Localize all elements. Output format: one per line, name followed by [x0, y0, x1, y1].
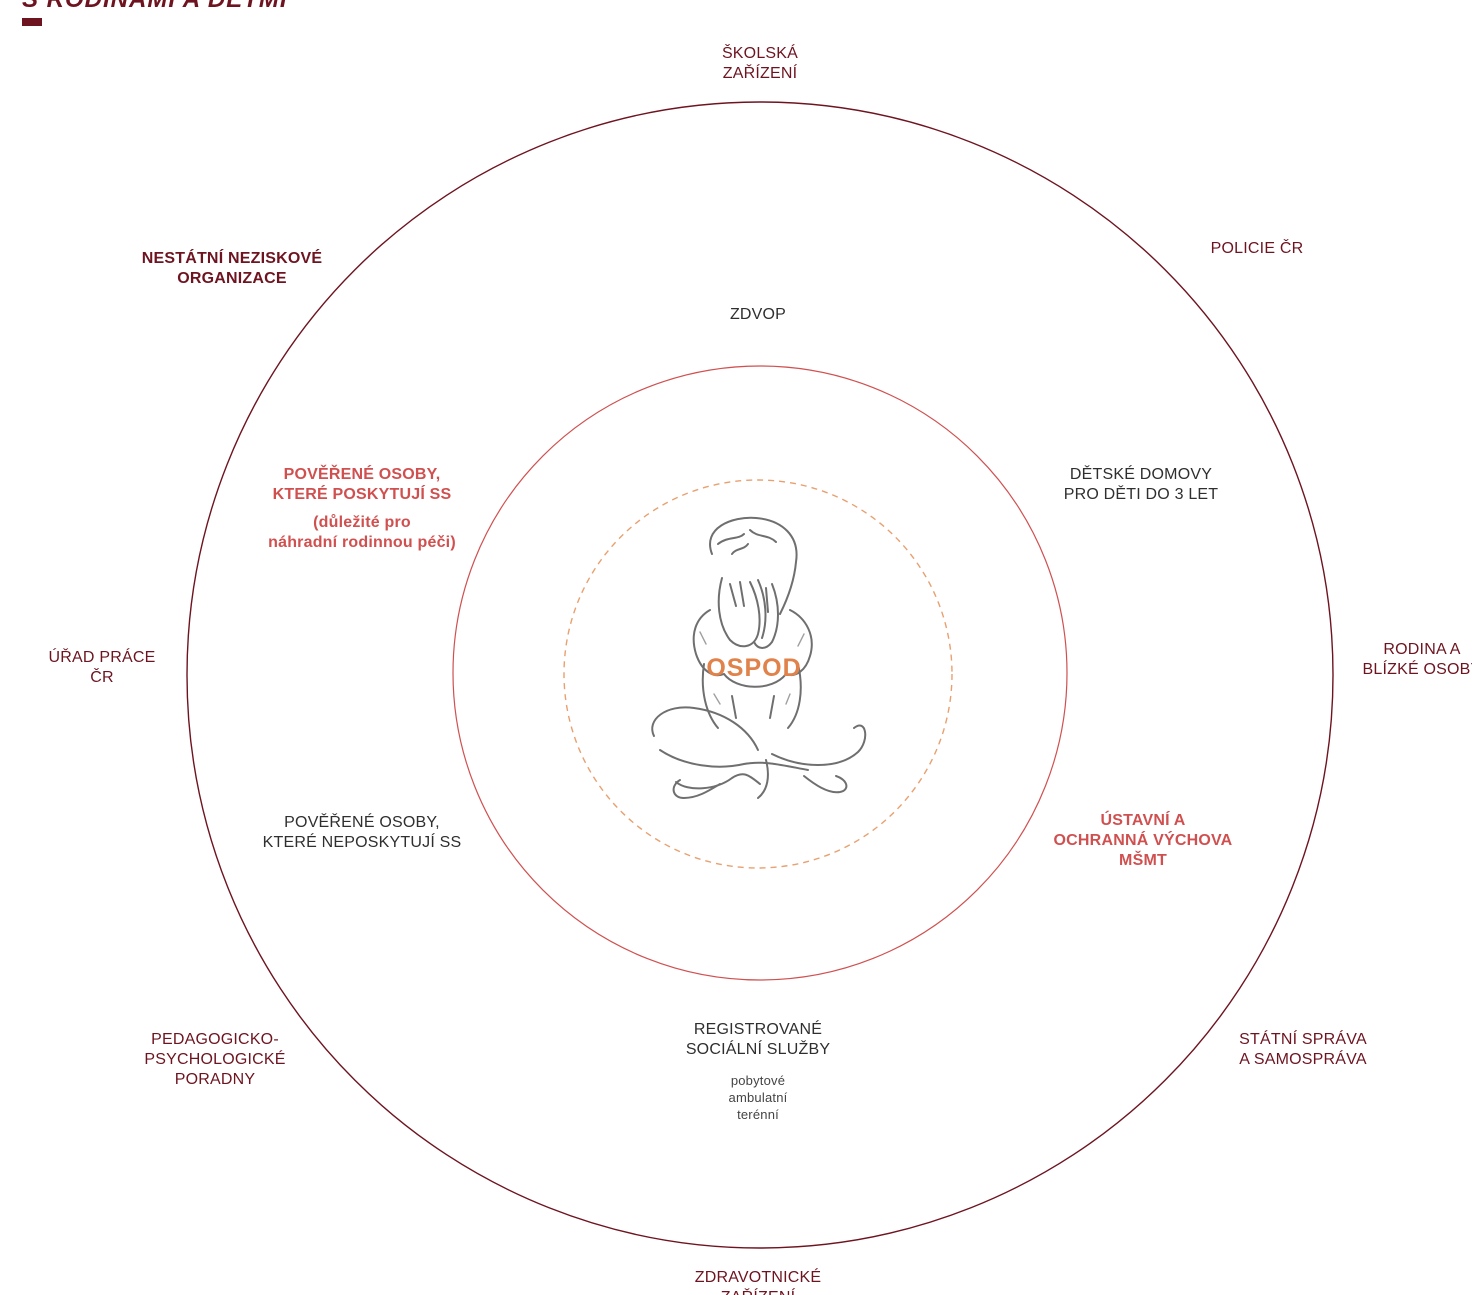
label-rodina: RODINA A BLÍZKÉ OSOBY — [1362, 641, 1472, 678]
label-zdravotnicke: ZDRAVOTNICKÉ ZAŘÍZENÍ — [694, 1269, 822, 1295]
heading-accent-bar — [22, 18, 42, 26]
middle-ring — [452, 365, 1068, 981]
label-poverene-poskytuji-note: (důležité pro náhradní rodinnou péči) — [268, 514, 456, 551]
label-pedagogicko: PEDAGOGICKO- PSYCHOLOGICKÉ PORADNY — [144, 1031, 286, 1088]
label-policie: POLICIE ČR — [1210, 240, 1304, 257]
label-registrovane-sluzby: REGISTROVANÉ SOCIÁLNÍ SLUŽBY — [685, 1021, 831, 1058]
label-poverene-neposkytuji: POVĚŘENÉ OSOBY, KTERÉ NEPOSKYTUJÍ SS — [262, 814, 462, 851]
label-statni-sprava: STÁTNÍ SPRÁVA A SAMOSPRÁVA — [1239, 1031, 1367, 1068]
label-registrovane-types: pobytové ambulatní terénní — [728, 1073, 788, 1122]
label-skolska-zarizeni: ŠKOLSKÁ ZAŘÍZENÍ — [721, 45, 799, 82]
outer-ring — [186, 101, 1334, 1249]
inner-dashed-ring — [563, 479, 953, 869]
page-heading: S RODINAMI A DĚTMI — [22, 0, 288, 14]
child-sketch-illustration — [651, 516, 867, 799]
center-label-ospod: OSPOD — [706, 654, 802, 682]
label-nno: NESTÁTNÍ NEZISKOVÉ ORGANIZACE — [141, 250, 323, 287]
label-urad-prace: ÚŘAD PRÁCE ČR — [48, 649, 156, 686]
label-ustavni-vychova: ÚSTAVNÍ A OCHRANNÁ VÝCHOVA MŠMT — [1053, 812, 1233, 869]
label-zdvop: ZDVOP — [729, 306, 787, 323]
label-detske-domovy: DĚTSKÉ DOMOVY PRO DĚTI DO 3 LET — [1063, 466, 1219, 503]
label-poverene-poskytuji: POVĚŘENÉ OSOBY, KTERÉ POSKYTUJÍ SS — [272, 466, 452, 503]
